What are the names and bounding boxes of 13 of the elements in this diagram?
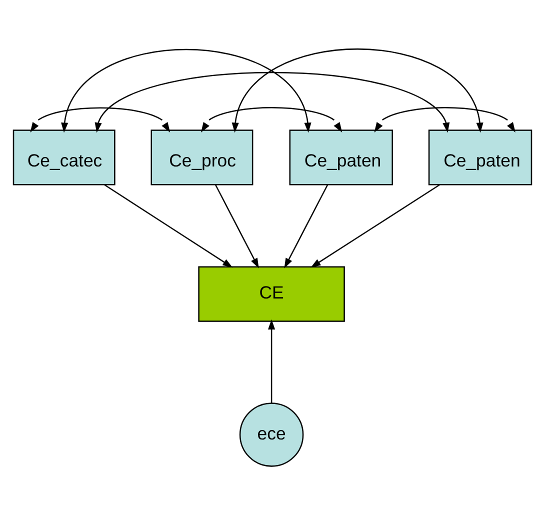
arrow	[104, 184, 233, 268]
arrow	[30, 106, 170, 132]
arrow	[310, 184, 440, 268]
arrow	[374, 106, 516, 132]
arrow	[268, 318, 276, 403]
arrow	[200, 106, 342, 132]
node-circle: ece	[239, 402, 304, 466]
node-box: CE	[198, 266, 345, 322]
arrow	[232, 48, 484, 132]
arrow	[284, 184, 328, 268]
arrow	[61, 48, 312, 132]
arrow	[94, 71, 450, 132]
arrow	[215, 184, 259, 268]
